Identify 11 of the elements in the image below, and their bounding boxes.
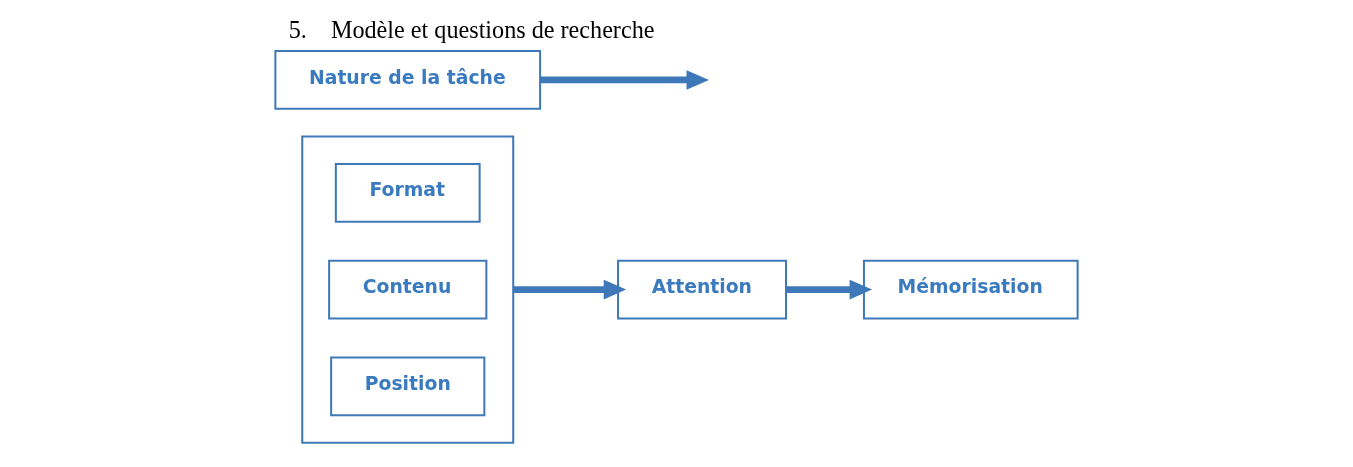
- node-box: Format: [334, 162, 481, 223]
- arrow: [540, 70, 709, 90]
- node-box: Mémorisation: [862, 259, 1079, 320]
- cluster: [301, 135, 515, 444]
- node-box: Attention: [617, 259, 788, 320]
- node-box: Contenu: [328, 259, 488, 320]
- diagram-title: 5. Modèle et questions de recherche: [288, 16, 655, 44]
- arrow: [786, 279, 873, 300]
- node-box: Position: [330, 356, 486, 417]
- node-box: Nature de la tâche: [274, 50, 542, 110]
- arrow: [513, 279, 627, 300]
